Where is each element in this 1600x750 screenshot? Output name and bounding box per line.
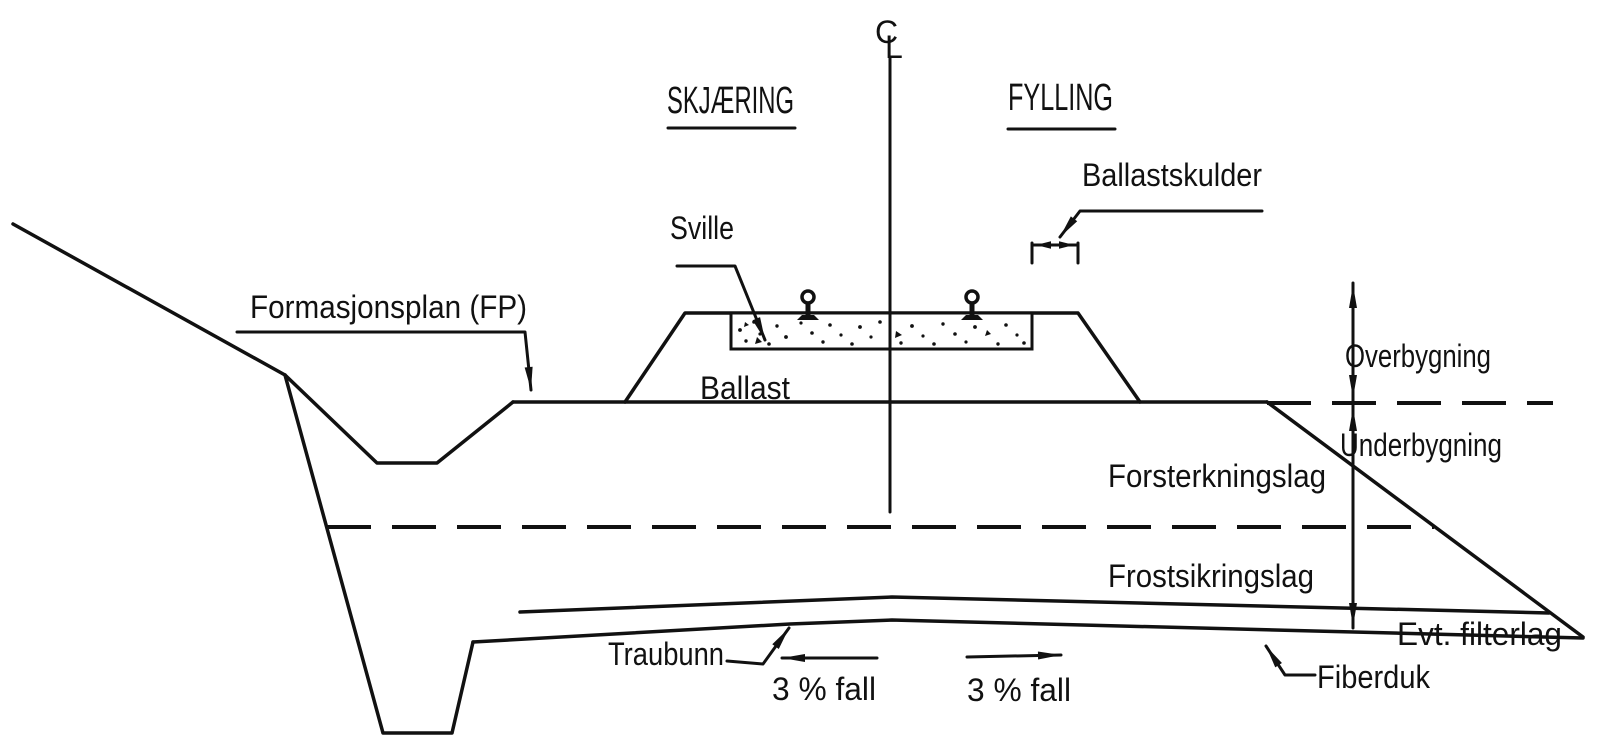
traubunn-leader — [725, 626, 791, 666]
section-title-cutting: SKJÆRING — [667, 80, 794, 122]
fiberduk-leader — [1264, 644, 1317, 677]
label-forsterkningslag: Forsterkningslag — [1108, 458, 1326, 494]
formasjonsplan-leader — [235, 330, 533, 392]
terrain-slope-line — [11, 222, 287, 377]
centerline-letter-l: L — [885, 29, 903, 65]
label-traubunn: Traubunn — [608, 636, 724, 672]
fill-slope-line — [1265, 400, 1585, 639]
label-evt-filterlag: Evt. filterlag — [1397, 616, 1562, 652]
trough-bottom-fiberduk-line — [471, 618, 1585, 644]
section-title-filling: FYLLING — [1008, 77, 1113, 119]
sville-leader — [675, 264, 767, 342]
excavation-trough-line — [283, 373, 475, 735]
label-sville: Sville — [670, 210, 734, 246]
label-fall-right: 3 % fall — [967, 672, 1071, 708]
label-underbygning: Underbygning — [1340, 427, 1502, 463]
label-ballast: Ballast — [700, 370, 790, 406]
centerline-symbol-icon: C L — [875, 14, 903, 65]
cut-ditch-line — [283, 373, 515, 465]
centerline-letter-c: C — [875, 14, 898, 50]
label-ballastskulder: Ballastskulder — [1082, 157, 1262, 193]
label-formasjonsplan: Formasjonsplan (FP) — [250, 289, 527, 325]
fall-arrow-right — [965, 651, 1063, 660]
rail-left-icon — [797, 289, 819, 320]
label-overbygning: Overbygning — [1345, 338, 1491, 374]
label-fiberduk: Fiberduk — [1317, 659, 1431, 695]
ballastskulder-leader — [1058, 209, 1264, 239]
sleeper-box — [729, 311, 1034, 351]
label-fall-left: 3 % fall — [772, 671, 876, 707]
filter-layer-top-line — [518, 595, 1551, 615]
rail-right-icon — [961, 289, 983, 320]
ballast-shoulder-dimension — [1030, 241, 1080, 265]
label-frostsikringslag: Frostsikringslag — [1108, 558, 1314, 594]
